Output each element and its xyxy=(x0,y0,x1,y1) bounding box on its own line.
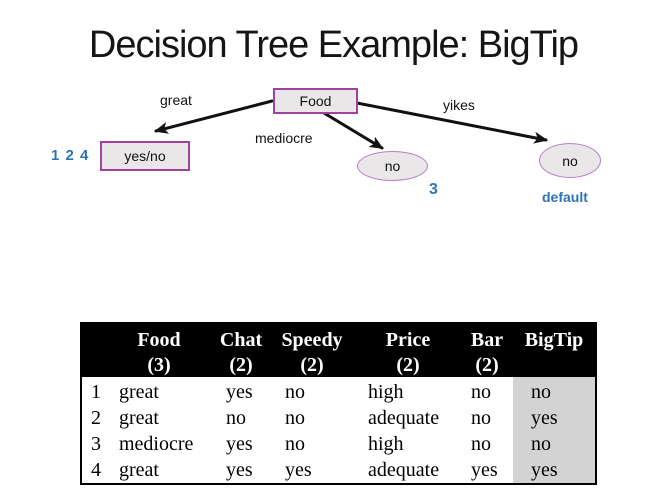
cell-row-number: 4 xyxy=(91,459,101,481)
cell-row-number: 3 xyxy=(91,433,101,455)
header-food: Food (3) xyxy=(105,323,213,377)
cell-bar: no xyxy=(471,433,491,455)
table-row: 1 great yes no high no no xyxy=(81,377,596,405)
cell-chat: yes xyxy=(226,459,253,481)
cell-price: high xyxy=(368,433,404,455)
header-speedy-label: Speedy xyxy=(281,329,343,351)
cell-chat: no xyxy=(226,407,246,429)
tree-leaf-yikes-no: no xyxy=(539,143,601,178)
cell-price: adequate xyxy=(368,459,440,481)
cell-bar: yes xyxy=(471,459,498,481)
header-food-count: (3) xyxy=(147,354,171,376)
cell-row-number: 1 xyxy=(91,381,101,403)
cell-price: adequate xyxy=(368,407,440,429)
slide-title: Decision Tree Example: BigTip xyxy=(88,24,579,66)
header-price: Price (2) xyxy=(355,323,461,377)
cell-chat: yes xyxy=(226,381,253,403)
cell-bigtip: no xyxy=(513,431,596,457)
tree-leaf-mediocre-no: no xyxy=(357,151,428,181)
header-bar: Bar (2) xyxy=(461,323,513,377)
tree-edge-great xyxy=(154,99,274,134)
table-body: 1 great yes no high no no 2 great no no … xyxy=(81,377,596,484)
header-chat-count: (2) xyxy=(229,354,253,376)
branch-label-mediocre: mediocre xyxy=(255,130,313,146)
cell-speedy: yes xyxy=(285,459,312,481)
cell-food: great xyxy=(119,407,159,429)
cell-bar: no xyxy=(471,407,491,429)
header-bar-count: (2) xyxy=(475,354,499,376)
annotation-rows-1-2-4: 1 2 4 xyxy=(51,147,90,164)
cell-chat: yes xyxy=(226,433,253,455)
tree-root-node-food: Food xyxy=(273,88,358,114)
table-row: 2 great no no adequate no yes xyxy=(81,405,596,431)
header-price-count: (2) xyxy=(396,354,420,376)
table-row: 4 great yes yes adequate yes yes xyxy=(81,457,596,484)
branch-label-yikes: yikes xyxy=(443,97,475,113)
cell-food: great xyxy=(119,381,159,403)
tree-node-yes-no: yes/no xyxy=(100,141,190,171)
header-food-label: Food xyxy=(137,329,181,351)
header-speedy: Speedy (2) xyxy=(269,323,355,377)
header-bigtip-label: BigTip xyxy=(524,329,584,351)
header-bar-label: Bar xyxy=(470,329,504,351)
cell-food: mediocre xyxy=(119,433,194,455)
table-header: Food (3) Chat (2) Speedy (2) Price (2) xyxy=(81,323,596,377)
header-price-label: Price xyxy=(385,329,431,351)
annotation-row-3: 3 xyxy=(429,181,438,198)
examples-table: Food (3) Chat (2) Speedy (2) Price (2) xyxy=(80,322,597,485)
branch-label-great: great xyxy=(160,92,192,108)
examples-table-container: Food (3) Chat (2) Speedy (2) Price (2) xyxy=(80,322,597,485)
header-speedy-count: (2) xyxy=(300,354,324,376)
cell-bigtip: yes xyxy=(513,457,596,484)
cell-price: high xyxy=(368,381,404,403)
cell-bar: no xyxy=(471,381,491,403)
cell-speedy: no xyxy=(285,433,305,455)
cell-food: great xyxy=(119,459,159,481)
annotation-default: default xyxy=(542,189,588,205)
header-chat: Chat (2) xyxy=(213,323,269,377)
tree-edge-mediocre xyxy=(322,111,384,150)
cell-speedy: no xyxy=(285,381,305,403)
cell-row-number: 2 xyxy=(91,407,101,429)
cell-speedy: no xyxy=(285,407,305,429)
header-bigtip: BigTip xyxy=(513,323,596,377)
table-row: 3 mediocre yes no high no no xyxy=(81,431,596,457)
header-chat-label: Chat xyxy=(219,329,263,351)
tree-edge-yikes xyxy=(355,101,548,144)
cell-bigtip: yes xyxy=(513,405,596,431)
header-row-number xyxy=(81,323,105,377)
cell-bigtip: no xyxy=(513,377,596,405)
